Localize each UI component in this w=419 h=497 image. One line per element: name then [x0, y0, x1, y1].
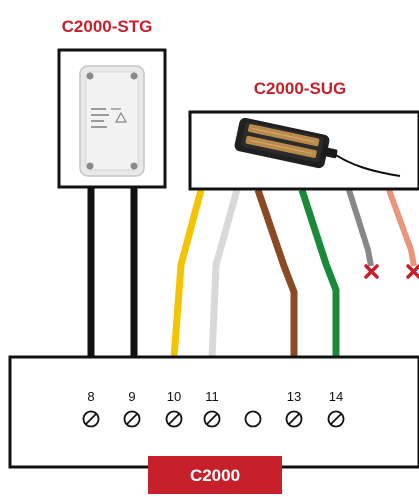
stg-title: C2000-STG [62, 17, 153, 36]
terminal-label: 9 [128, 389, 135, 404]
wire-brown [254, 188, 298, 358]
wire-salmon [386, 188, 417, 267]
terminal-label: 11 [205, 389, 219, 404]
screw-terminal-empty-icon [244, 410, 262, 428]
screw-terminal-icon [82, 410, 100, 428]
sug-sensor-box [188, 110, 419, 191]
terminal-screws [82, 410, 345, 428]
screw-terminal-icon [123, 410, 141, 428]
terminal-label: 14 [329, 389, 343, 404]
screw-terminal-icon [285, 410, 303, 428]
wire-gray [346, 189, 374, 267]
terminal-labels: 8 9 10 11 13 14 [87, 389, 343, 404]
screw-terminal-icon [327, 410, 345, 428]
terminal-label: 10 [167, 389, 181, 404]
stg-device-image [79, 65, 145, 177]
screw-terminal-icon [165, 410, 183, 428]
x-mark-icon [406, 264, 419, 279]
stg-sensor-box [57, 48, 167, 189]
wire-white [208, 189, 241, 359]
controller-badge: C2000 [148, 456, 282, 494]
terminal-label: 13 [287, 389, 301, 404]
wire-green [298, 188, 340, 358]
controller-title: C2000 [190, 466, 240, 485]
screw-terminal-icon [203, 410, 221, 428]
sug-device-image [234, 117, 401, 177]
wires [87, 186, 417, 359]
wire-yellow [170, 189, 205, 359]
terminal-label: 8 [87, 389, 94, 404]
x-mark-icon [364, 264, 379, 279]
sug-title: C2000-SUG [254, 79, 347, 98]
